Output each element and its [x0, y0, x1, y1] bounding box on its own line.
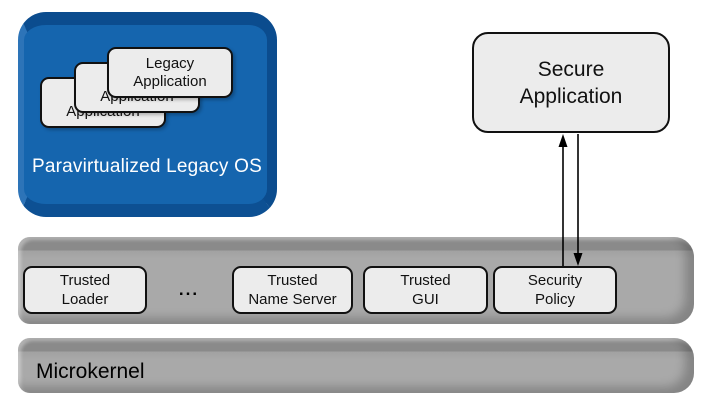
trusted-loader-box: Trusted Loader [23, 266, 147, 314]
legacy-application-box-front: Legacy Application [107, 47, 233, 98]
trusted-gui-box: Trusted GUI [363, 266, 488, 314]
trusted-name-server-label: Trusted Name Server [248, 272, 337, 308]
trusted-services-bar: Trusted Loader ... Trusted Name Server T… [18, 237, 694, 324]
microkernel-label: Microkernel [36, 360, 145, 383]
microkernel-bar: Microkernel [18, 338, 694, 393]
trusted-gui-label: Trusted GUI [400, 272, 451, 308]
legacy-os-label: Paravirtualized Legacy OS [32, 156, 262, 177]
legacy-application-label: Legacy Application [133, 54, 207, 90]
security-policy-box: Security Policy [493, 266, 617, 314]
trusted-name-server-box: Trusted Name Server [232, 266, 353, 314]
security-policy-label: Security Policy [527, 272, 583, 308]
secure-application-label: Secure Application [519, 57, 623, 108]
secure-application-box: Secure Application [472, 32, 670, 133]
trusted-loader-label: Trusted Loader [59, 272, 111, 308]
ellipsis-more-services: ... [178, 280, 200, 299]
